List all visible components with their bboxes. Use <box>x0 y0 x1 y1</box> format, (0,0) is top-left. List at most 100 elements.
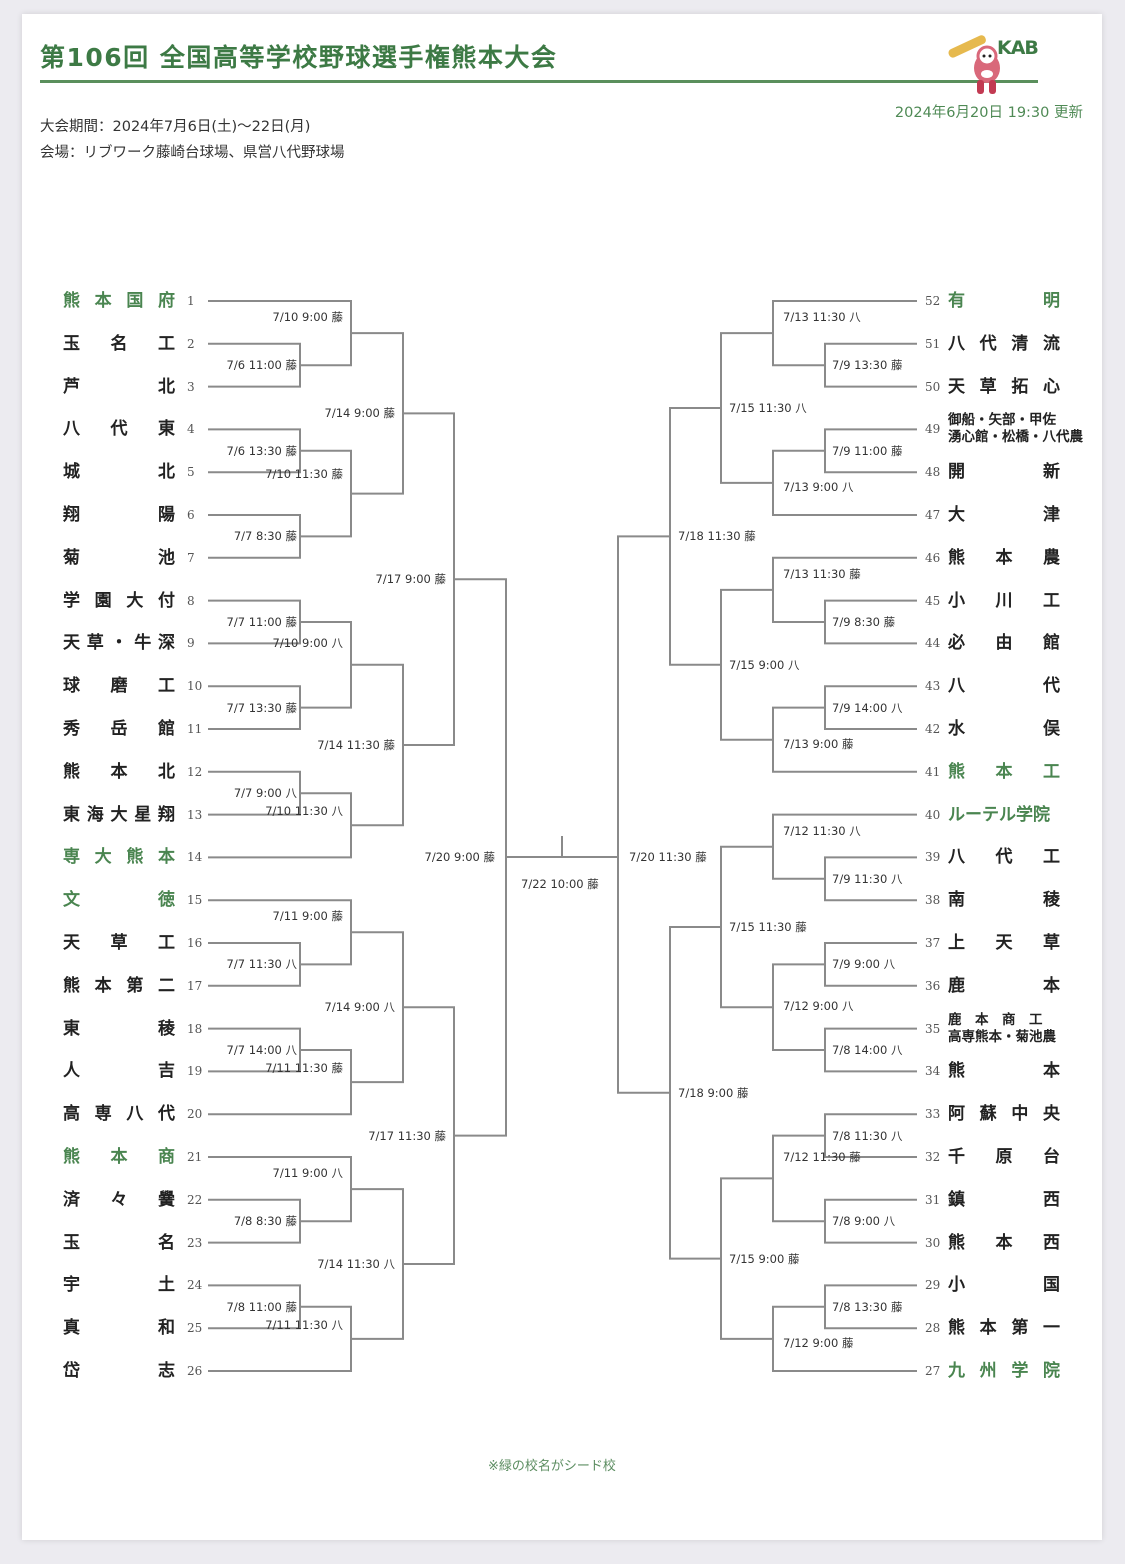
team-name-char: 城 <box>63 462 80 483</box>
draw-number: 20 <box>187 1107 203 1122</box>
match-label: 7/17 9:00 藤 <box>375 572 446 587</box>
draw-number: 13 <box>187 807 203 822</box>
team-name: 八代工 <box>948 846 1060 868</box>
team-name: 天草工 <box>63 932 175 954</box>
team-name-char: 小 <box>948 1275 965 1296</box>
team-name: 玉名工 <box>63 333 175 355</box>
match-label: 7/14 9:00 八 <box>324 1000 395 1015</box>
team-name: 人吉 <box>63 1060 175 1082</box>
match-label: 7/15 9:00 八 <box>729 657 800 672</box>
match-label: 7/8 14:00 八 <box>832 1043 903 1057</box>
team-name-char: 八 <box>948 333 965 354</box>
team-name-char: 清 <box>1011 333 1029 354</box>
team-name-char: 阿 <box>948 1104 965 1125</box>
team-name: 必由館 <box>948 632 1060 654</box>
draw-number: 15 <box>187 893 203 908</box>
team-name-char: 文 <box>63 890 80 911</box>
team-name-char: 北 <box>158 761 175 782</box>
match-label: 7/15 11:30 八 <box>729 401 807 415</box>
team-name: 高専八代 <box>63 1103 175 1125</box>
team-name: 小川工 <box>948 590 1060 612</box>
team-name-char: 八 <box>948 847 965 868</box>
team-name: 九州学院 <box>948 1360 1060 1382</box>
draw-number: 43 <box>925 679 941 694</box>
team-name-char: 熊 <box>63 761 80 782</box>
draw-number: 44 <box>925 636 941 651</box>
draw-number: 49 <box>925 422 941 437</box>
team-name-char: 岱 <box>63 1361 80 1381</box>
team-name-char: 津 <box>1043 505 1060 525</box>
team-name-char: 南 <box>948 890 965 911</box>
team-name-char: 本 <box>94 975 112 996</box>
team-name: 上天草 <box>948 932 1060 954</box>
team-name-char: 熊 <box>63 291 80 311</box>
team-name-char: 玉 <box>63 333 80 354</box>
team-name-char: 々 <box>110 1189 128 1210</box>
draw-number: 26 <box>187 1364 203 1378</box>
team-name-char: 第 <box>126 975 144 996</box>
team-name: 東海大星翔 <box>63 804 175 826</box>
draw-number: 28 <box>925 1321 941 1336</box>
team-name-char: 大 <box>126 590 144 611</box>
team-name-char: 深 <box>158 633 175 654</box>
team-name-char: 千 <box>948 1147 965 1167</box>
team-name-char: 玉 <box>63 1232 80 1253</box>
team-name-char: 心 <box>1042 376 1060 397</box>
team-name-char: 二 <box>157 975 175 996</box>
team-name-char: 芦 <box>63 376 80 397</box>
team-name-char: 由 <box>995 633 1013 654</box>
match-label: 7/17 11:30 藤 <box>368 1128 446 1143</box>
team-name: 有明 <box>948 290 1060 312</box>
draw-number: 34 <box>925 1064 941 1079</box>
match-label: 7/12 9:00 藤 <box>783 1335 854 1350</box>
team-name-char: 工 <box>158 333 175 354</box>
team-name-char: 星 <box>134 804 152 825</box>
draw-number: 31 <box>925 1192 941 1207</box>
team-name-char: 館 <box>158 719 175 739</box>
draw-number: 1 <box>187 294 195 308</box>
match-label: 7/15 9:00 藤 <box>729 1251 800 1266</box>
team-name-char: 池 <box>158 547 175 568</box>
draw-number: 16 <box>187 936 203 950</box>
team-name: 熊本第二 <box>63 975 175 997</box>
title-divider <box>40 80 1038 83</box>
draw-number: 6 <box>187 508 195 522</box>
match-label: 7/10 9:00 藤 <box>272 310 343 325</box>
team-name-char: 川 <box>995 590 1013 611</box>
draw-number: 25 <box>187 1321 203 1336</box>
draw-number: 22 <box>187 1192 203 1207</box>
team-name-char: 大 <box>110 804 128 825</box>
team-name-char: 熊 <box>948 1232 965 1253</box>
match-label: 7/11 11:30 八 <box>265 1317 343 1332</box>
draw-number: 45 <box>925 593 941 608</box>
team-name-char: 新 <box>1043 462 1060 483</box>
team-name-char: 本 <box>979 1318 997 1339</box>
match-label: 7/10 11:30 藤 <box>265 467 343 482</box>
match-label: 7/6 11:00 藤 <box>226 358 297 373</box>
team-name-char: 真 <box>63 1318 80 1339</box>
team-name-char: 牛 <box>134 633 152 654</box>
team-name-char: 北 <box>158 376 175 397</box>
match-label: 7/9 13:30 藤 <box>832 358 903 373</box>
draw-number: 10 <box>187 679 203 694</box>
team-name: ルーテル学院 <box>948 804 1060 826</box>
team-name-char: 草 <box>110 933 128 953</box>
bracket-sheet <box>22 14 1102 1540</box>
match-label: 7/20 11:30 藤 <box>629 850 707 864</box>
team-name-char: 俣 <box>1043 719 1060 739</box>
match-label: 7/13 11:30 藤 <box>783 566 861 581</box>
team-name-char: 本 <box>995 1232 1013 1253</box>
match-label: 7/7 14:00 八 <box>226 1043 297 1057</box>
team-name-char: 蘇 <box>979 1104 997 1125</box>
team-name-char: 土 <box>158 1275 175 1296</box>
broadcaster-logo: KAB <box>997 37 1039 59</box>
team-name-line: 湧心館・松橋・八代農 <box>948 429 1083 446</box>
team-name-char: 東 <box>63 804 80 825</box>
team-name: 専大熊本 <box>63 846 175 868</box>
team-name-char: 学 <box>1011 1361 1029 1381</box>
match-label: 7/13 11:30 八 <box>783 310 861 325</box>
team-name-char: 本 <box>995 547 1013 568</box>
team-name-char: 熊 <box>948 547 965 568</box>
team-name-char: 西 <box>1043 1189 1060 1210</box>
